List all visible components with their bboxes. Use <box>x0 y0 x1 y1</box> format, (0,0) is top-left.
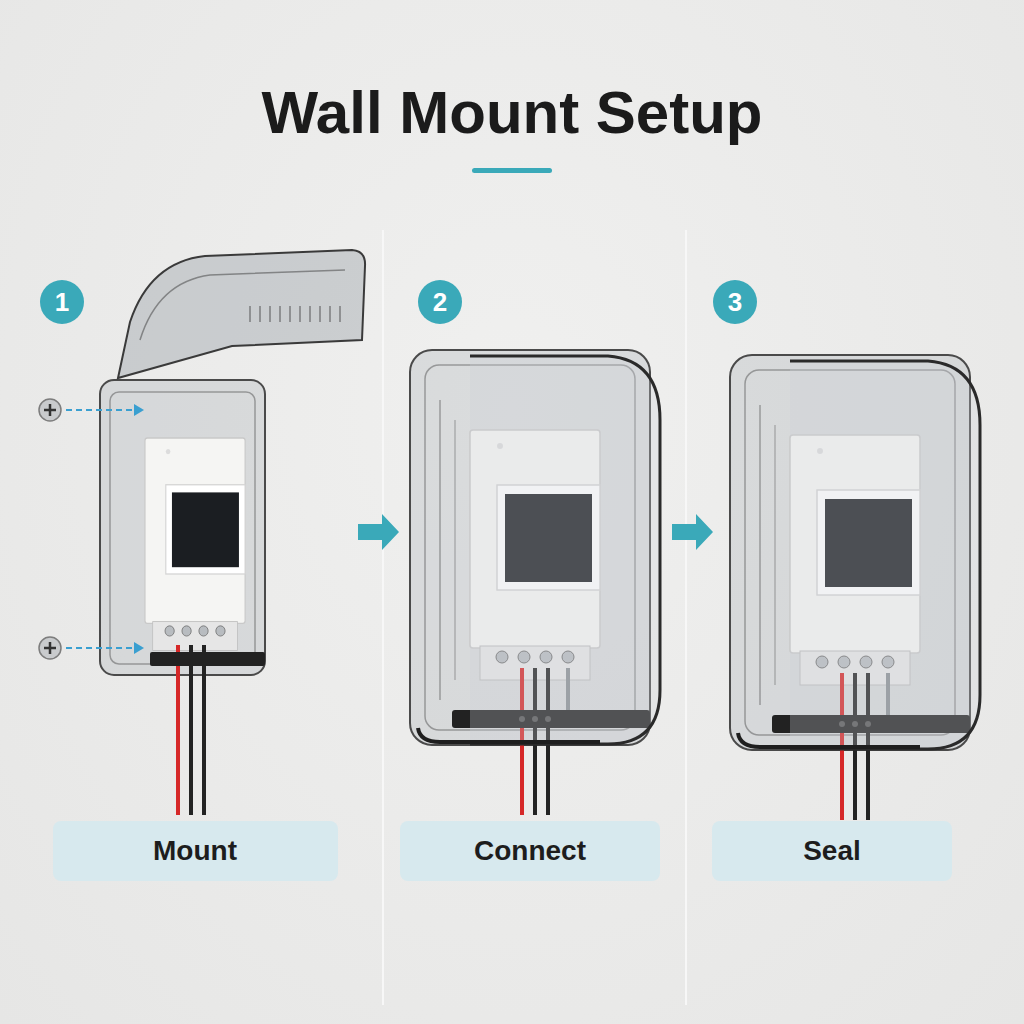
closed-enclosure <box>410 350 660 815</box>
callout-number: 1 <box>55 287 69 318</box>
callout-number: 2 <box>433 287 447 318</box>
step-label: Seal <box>803 835 861 867</box>
step-label-box: Connect <box>400 821 660 881</box>
step-number-badge: 3 <box>713 280 757 324</box>
wall-screw <box>39 399 61 659</box>
open-enclosure <box>100 250 365 815</box>
callout-number: 3 <box>728 287 742 318</box>
step-label-box: Seal <box>712 821 952 881</box>
screw-guide-arrow <box>66 404 144 654</box>
step-number-badge: 2 <box>418 280 462 324</box>
sealed-enclosure <box>730 355 980 820</box>
step-arrow <box>672 514 713 550</box>
title-underline <box>472 168 552 173</box>
step-arrow <box>358 514 399 550</box>
step-number-badge: 1 <box>40 280 84 324</box>
panel-divider <box>382 230 384 1005</box>
step-label: Mount <box>153 835 237 867</box>
step-label-box: Mount <box>53 821 338 881</box>
panel-divider <box>685 230 687 1005</box>
step-label: Connect <box>474 835 586 867</box>
title: Wall Mount Setup <box>0 78 1024 147</box>
